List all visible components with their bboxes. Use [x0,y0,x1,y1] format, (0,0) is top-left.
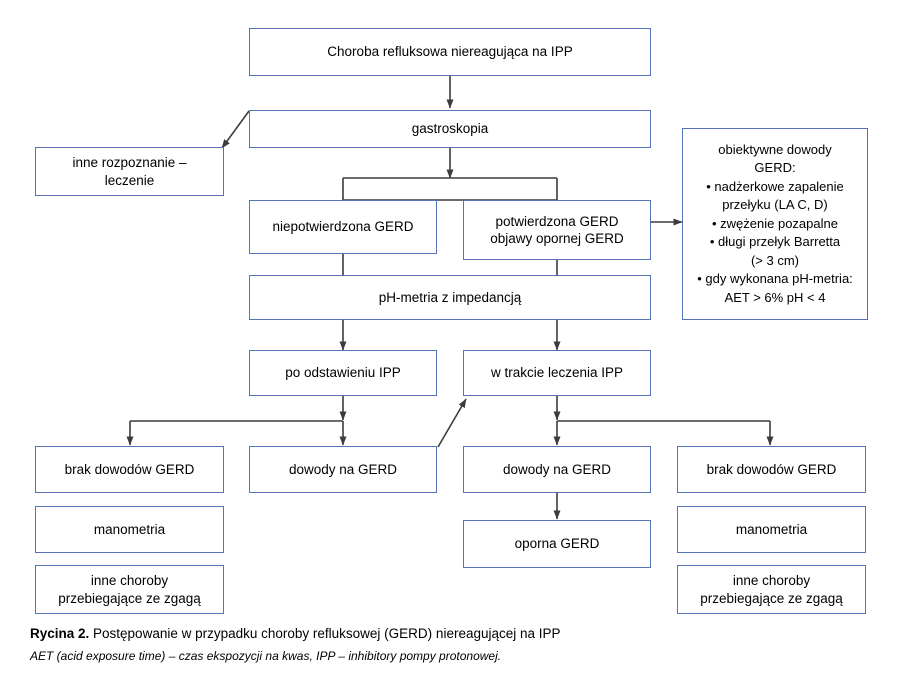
node-start[interactable]: Choroba refluksowa niereagująca na IPP [249,28,651,76]
node-on-other-heartburn-label: inne choroby przebiegające ze zgagą [700,573,843,606]
figure-caption-title: Postępowanie w przypadku choroby refluks… [89,626,561,641]
node-gastroscopy[interactable]: gastroskopia [249,110,651,148]
node-ph-impedance-label: pH-metria z impedancją [378,289,522,305]
node-other-diagnosis[interactable]: inne rozpoznanie – leczenie [35,147,224,196]
node-objective-evidence-panel[interactable]: obiektywne dowody GERD: • nadżerkowe zap… [682,128,868,320]
node-off-no-evidence[interactable]: brak dowodów GERD [35,446,224,493]
node-on-no-evidence-label: brak dowodów GERD [706,461,837,477]
node-start-label: Choroba refluksowa niereagująca na IPP [327,44,573,60]
node-other-diagnosis-label: inne rozpoznanie – leczenie [72,155,187,188]
node-off-no-evidence-label: brak dowodów GERD [64,461,195,477]
node-on-ppi[interactable]: w trakcie leczenia IPP [463,350,651,396]
node-on-no-evidence[interactable]: brak dowodów GERD [677,446,866,493]
node-on-ppi-label: w trakcie leczenia IPP [490,365,624,381]
figure-caption: Rycina 2. Postępowanie w przypadku choro… [30,624,870,665]
node-gerd-confirmed[interactable]: potwierdzona GERD objawy opornej GERD [463,200,651,260]
connector-gastroscopy-to-other-diagnosis [221,110,250,149]
connector-off-evidence-to-on-ppi [437,398,467,448]
node-on-evidence-label: dowody na GERD [502,461,612,477]
connector-split-bar-diagnosis [342,178,558,201]
node-on-refractory-gerd[interactable]: oporna GERD [463,520,651,568]
node-ph-impedance[interactable]: pH-metria z impedancją [249,275,651,320]
node-objective-evidence-label: obiektywne dowody GERD: • nadżerkowe zap… [697,141,853,305]
node-on-refractory-gerd-label: oporna GERD [514,536,600,552]
figure-caption-label: Rycina 2. [30,626,90,641]
node-gastroscopy-label: gastroskopia [411,121,489,137]
node-gerd-unconfirmed[interactable]: niepotwierdzona GERD [249,200,437,254]
node-off-manometry[interactable]: manometria [35,506,224,553]
node-on-manometry-label: manometria [735,521,808,537]
node-off-evidence-label: dowody na GERD [288,461,398,477]
node-off-other-heartburn[interactable]: inne choroby przebiegające ze zgagą [35,565,224,614]
node-on-evidence[interactable]: dowody na GERD [463,446,651,493]
node-off-manometry-label: manometria [93,521,166,537]
node-off-other-heartburn-label: inne choroby przebiegające ze zgagą [58,573,201,606]
node-gerd-unconfirmed-label: niepotwierdzona GERD [272,219,414,235]
figure-caption-title-line: Rycina 2. Postępowanie w przypadku choro… [30,624,870,644]
node-on-manometry[interactable]: manometria [677,506,866,553]
node-gerd-confirmed-label: potwierdzona GERD objawy opornej GERD [490,213,624,246]
node-off-ppi[interactable]: po odstawieniu IPP [249,350,437,396]
node-off-ppi-label: po odstawieniu IPP [285,365,401,381]
node-on-other-heartburn[interactable]: inne choroby przebiegające ze zgagą [677,565,866,614]
figure-caption-note: AET (acid exposure time) – czas ekspozyc… [30,648,502,663]
node-off-evidence[interactable]: dowody na GERD [249,446,437,493]
